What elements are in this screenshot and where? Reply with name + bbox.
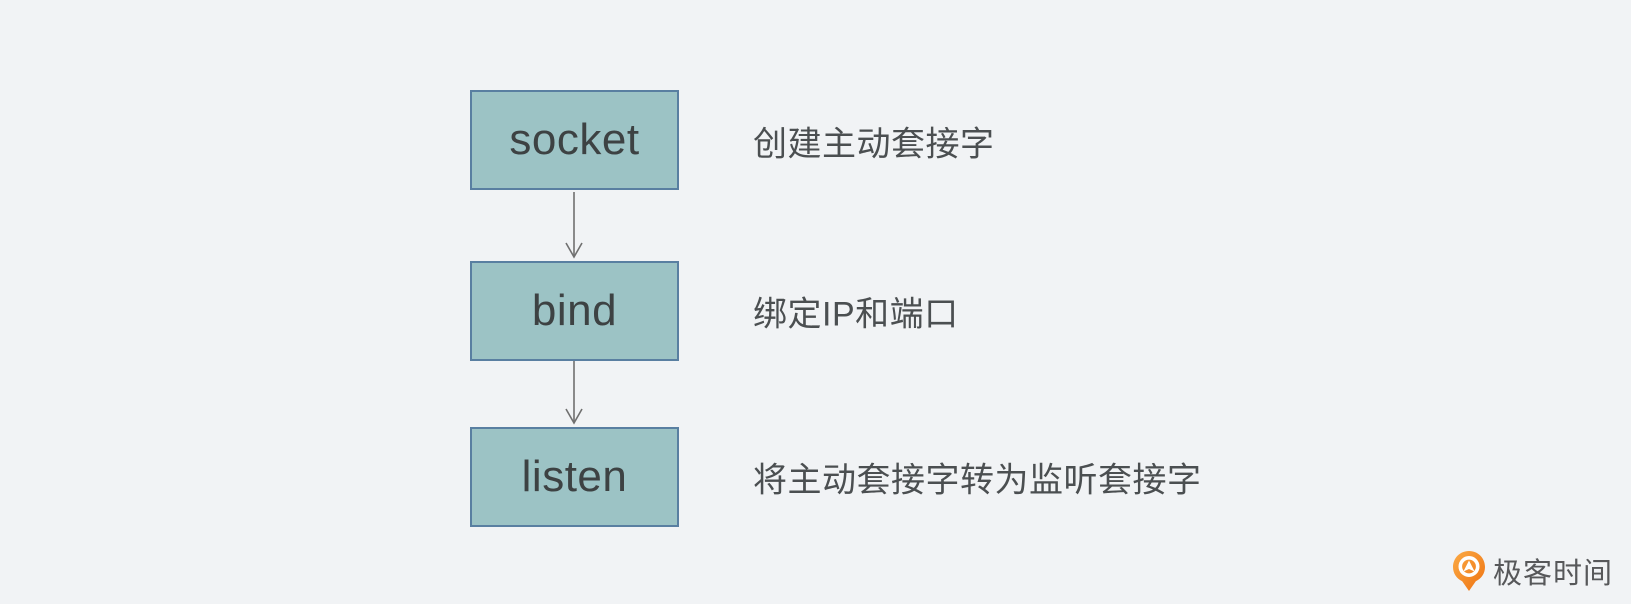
flow-node-bind-label: bind	[531, 286, 618, 335]
flow-step-description-bind: 绑定IP和端口	[753, 295, 959, 334]
arrow-socket-to-bind-icon	[565, 192, 583, 259]
geektime-pin-icon	[1452, 551, 1485, 591]
brand-logo-text: 极客时间	[1492, 558, 1613, 590]
flow-node-socket-label: socket	[509, 115, 640, 164]
flow-step-description-listen: 将主动套接字转为监听套接字	[753, 461, 1202, 500]
arrow-bind-to-listen-icon	[565, 361, 583, 425]
flow-step-description-socket: 创建主动套接字	[753, 125, 995, 164]
brand-watermark: 极客时间	[1452, 550, 1613, 592]
flow-node-listen-label: listen	[521, 452, 628, 501]
flow-node-bind: bind	[470, 261, 679, 361]
flow-node-listen: listen	[470, 427, 679, 527]
flow-node-socket: socket	[470, 90, 679, 190]
